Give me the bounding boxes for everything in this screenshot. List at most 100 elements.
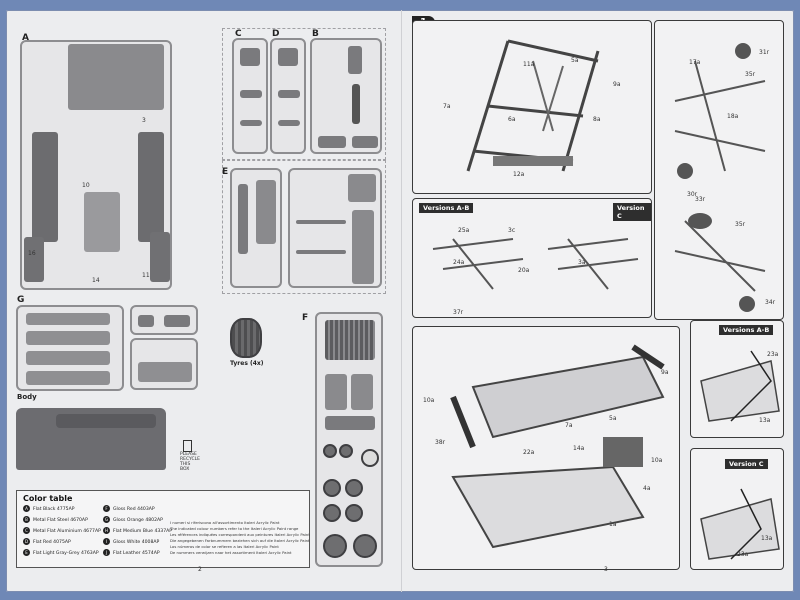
callout: 30r bbox=[687, 191, 698, 198]
rim-part bbox=[345, 504, 363, 522]
paint-note-line: Les références indiquées correspondent a… bbox=[170, 532, 310, 537]
callout: 1a bbox=[609, 521, 617, 528]
sprue-g-part bbox=[138, 362, 192, 382]
color-name: Flat Medium Blue 4337AP bbox=[113, 529, 173, 534]
paint-note: I numeri si riferiscono all'assortimento… bbox=[170, 520, 310, 556]
inset-ab-drawing bbox=[700, 350, 780, 422]
paint-note-line: The indicated colour numbers refer to th… bbox=[170, 526, 299, 531]
car-body-part bbox=[16, 408, 166, 470]
sprue-g-small bbox=[130, 305, 198, 335]
suspension-drawing bbox=[674, 43, 766, 312]
callout: 9a bbox=[661, 369, 669, 376]
color-name: Gloss Red 4403AP bbox=[113, 507, 155, 512]
callout: 37r bbox=[453, 309, 464, 316]
callout: 25a bbox=[458, 227, 470, 234]
sprue-f bbox=[315, 312, 383, 567]
inset-c-drawing bbox=[700, 488, 780, 560]
page-fold bbox=[401, 10, 402, 592]
small-frame-part bbox=[150, 232, 170, 282]
paint-note-line: Die angegebenen Farbnummern beziehen sic… bbox=[170, 538, 310, 543]
recycle-word: RECYCLE bbox=[180, 457, 201, 462]
color-code-badge: A bbox=[23, 505, 30, 512]
callout: 3a bbox=[578, 259, 586, 266]
callout: 33r bbox=[695, 196, 706, 203]
version-c-tag: Version C bbox=[613, 203, 651, 221]
callout: 18a bbox=[727, 113, 739, 120]
ladder-frame-part bbox=[84, 192, 120, 252]
callout: 7a bbox=[565, 422, 573, 429]
frame-rail-right-part bbox=[138, 132, 164, 242]
window-part bbox=[26, 371, 110, 385]
callout: 8a bbox=[593, 116, 601, 123]
recycle-word: PLEASE bbox=[180, 452, 197, 457]
callout: 13a bbox=[761, 535, 773, 542]
chassis-assembly-panel: 10a 38r 22a 14a 7a 5a 9a 10a 4a 1a bbox=[412, 326, 680, 570]
part-number: 3 bbox=[142, 117, 146, 124]
frame-rail-left-part bbox=[32, 132, 58, 242]
part-number: 16 bbox=[28, 250, 36, 257]
sprue-f-label: F bbox=[302, 313, 309, 323]
color-name: Flat Red 4075AP bbox=[33, 540, 71, 545]
sprue-e-part bbox=[238, 184, 248, 254]
hub-part bbox=[339, 444, 353, 458]
recycle-word: THIS bbox=[180, 462, 191, 467]
callout: 24a bbox=[453, 259, 465, 266]
sprue-d-part bbox=[278, 90, 300, 98]
seat-back-part bbox=[325, 374, 347, 410]
version-ab-tag: Versions A-B bbox=[419, 203, 474, 213]
color-table-title: Color table bbox=[23, 494, 73, 503]
color-code-badge: J bbox=[103, 549, 110, 556]
small-frame-part bbox=[24, 237, 44, 282]
callout: 38r bbox=[435, 439, 446, 446]
inset-version-ab-tag: Versions A-B bbox=[719, 325, 774, 335]
sprue-e-label: E bbox=[222, 167, 229, 177]
sprue-d-part bbox=[278, 120, 300, 126]
sprue-g-part bbox=[164, 315, 190, 327]
callout: 13a bbox=[759, 417, 771, 424]
callout: 12a bbox=[513, 171, 525, 178]
sprue-g-part bbox=[138, 315, 154, 327]
color-code-badge: E bbox=[23, 549, 30, 556]
callout: 20a bbox=[518, 267, 530, 274]
sprue-b-part bbox=[318, 136, 346, 148]
rim-part bbox=[323, 504, 341, 522]
color-code-badge: I bbox=[103, 538, 110, 545]
grille-part bbox=[325, 320, 375, 360]
sprue-b-part bbox=[352, 136, 378, 148]
color-code-badge: D bbox=[23, 538, 30, 545]
color-name: Flat Light Gray-Grey 4763AP bbox=[33, 551, 99, 556]
rod-part bbox=[296, 250, 346, 254]
paint-note-line: De nummers verwijzen naar het assortimen… bbox=[170, 550, 292, 555]
window-part bbox=[26, 313, 110, 325]
callout: 17a bbox=[689, 59, 701, 66]
sprue-e-group bbox=[222, 160, 386, 294]
sprue-e-part bbox=[256, 180, 276, 244]
color-name: Metal Flat Aluminium 4677AP bbox=[33, 529, 101, 534]
callout: 35r bbox=[735, 221, 746, 228]
sprue-c-part bbox=[240, 120, 262, 126]
sprue-b bbox=[310, 38, 382, 154]
sprue-c-part bbox=[240, 90, 262, 98]
sprue-c bbox=[232, 38, 268, 154]
tyre-icon bbox=[230, 318, 262, 358]
paint-note-line: Los números de color se refieren a las I… bbox=[170, 544, 279, 549]
sprue-g bbox=[16, 305, 124, 391]
frame-assembly-panel: 11a 7a 6a 8a 12a 5a 9a bbox=[412, 20, 652, 194]
color-code-badge: F bbox=[103, 505, 110, 512]
rim-part bbox=[323, 534, 347, 558]
sprue-e-right bbox=[288, 168, 382, 288]
page-number-left: 2 bbox=[198, 566, 202, 573]
callout: 6a bbox=[508, 116, 516, 123]
callout: 35r bbox=[745, 71, 756, 78]
color-name: Flat Black 4775AP bbox=[33, 507, 75, 512]
part-number: 11 bbox=[142, 272, 150, 279]
callout: 10a bbox=[423, 397, 435, 404]
window-part bbox=[26, 331, 110, 345]
panel-part bbox=[352, 210, 374, 284]
hub-part bbox=[361, 449, 379, 467]
